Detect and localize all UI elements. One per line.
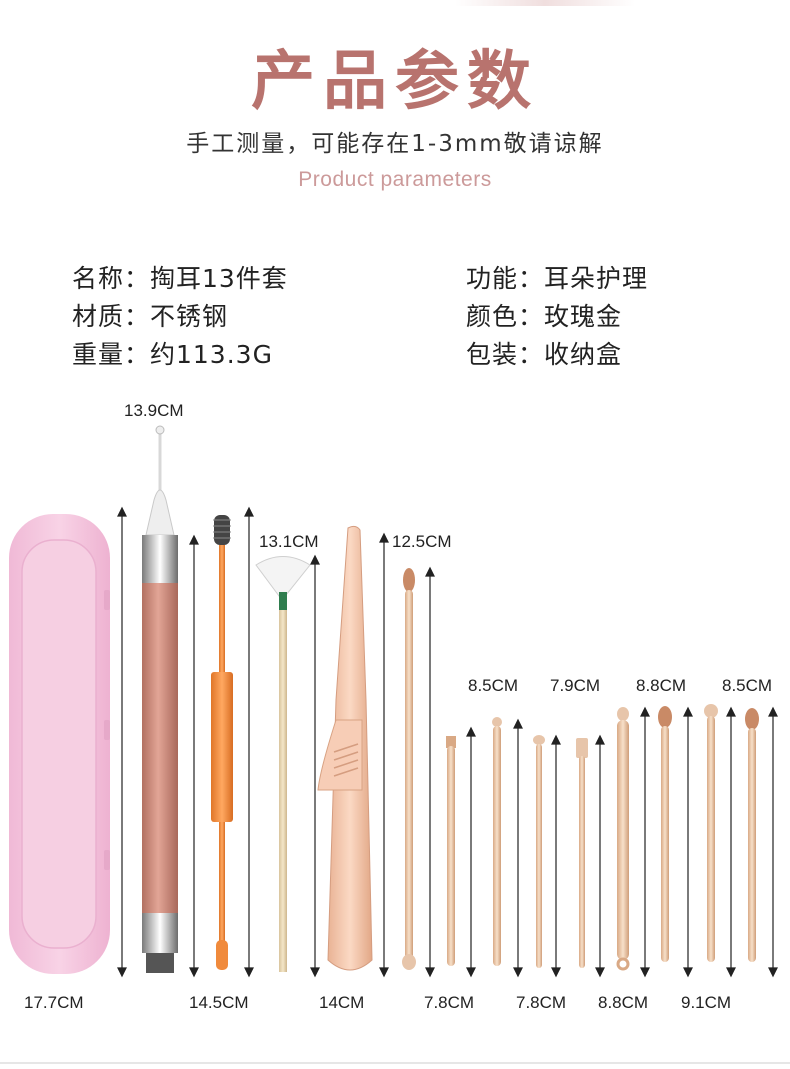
pick-arrow xyxy=(513,718,523,978)
measure-pen: 13.9CM xyxy=(124,401,184,420)
pick-arrow xyxy=(551,734,561,978)
pick-arrow xyxy=(640,706,650,978)
measure-pick-b: 7.9CM xyxy=(550,676,601,695)
fan-brush-arrow xyxy=(310,554,320,978)
pick-arrow xyxy=(466,726,476,978)
ear-pick-icon xyxy=(616,707,630,971)
storage-case-icon xyxy=(9,514,110,974)
measure-double-brush: 14.5CM xyxy=(189,993,249,1012)
ear-pick-icon xyxy=(533,735,545,968)
top-shade xyxy=(455,0,635,6)
spec-package: 包装：收纳盒 xyxy=(466,340,623,369)
led-earpick-pen-icon xyxy=(142,425,178,973)
spec-function: 功能：耳朵护理 xyxy=(466,264,649,293)
page-subtitle: 手工测量，可能存在1-3mm敬请谅解 xyxy=(186,131,604,157)
pen-arrow xyxy=(189,534,199,978)
pick-arrow xyxy=(683,706,693,978)
measure-long-pick: 12.5CM xyxy=(392,532,452,551)
measure-fan-brush: 13.1CM xyxy=(259,532,319,551)
measure-pick-a: 8.5CM xyxy=(468,676,519,695)
ear-pick-icon xyxy=(492,717,502,966)
ear-pick-icon xyxy=(658,706,672,962)
measure-pick-1: 7.8CM xyxy=(424,993,475,1012)
bottom-divider xyxy=(0,1062,790,1064)
pick-arrow xyxy=(726,706,736,978)
fan-brush-icon xyxy=(255,556,311,972)
measure-pick-c: 8.8CM xyxy=(636,676,687,695)
measure-pick-4: 9.1CM xyxy=(681,993,732,1012)
spec-weight: 重量：约113.3G xyxy=(72,340,273,369)
measure-tweezers: 14CM xyxy=(319,993,365,1012)
spec-material: 材质：不锈钢 xyxy=(72,302,229,331)
ear-pick-icon xyxy=(704,704,718,962)
tweezers-icon xyxy=(317,525,373,971)
page-subtitle-en: Product parameters xyxy=(298,168,492,191)
measure-case: 17.7CM xyxy=(24,993,84,1012)
ear-pick-icon xyxy=(745,708,759,962)
ear-pick-icon xyxy=(576,738,588,968)
pick-arrow xyxy=(768,706,778,978)
case-arrow xyxy=(117,506,127,978)
double-brush-arrow xyxy=(244,506,254,978)
spec-color: 颜色：玫瑰金 xyxy=(466,302,623,331)
tweezers-arrow xyxy=(379,532,389,978)
long-ear-pick-icon xyxy=(402,568,416,970)
ear-pick-icon xyxy=(446,736,456,966)
pick-arrow xyxy=(595,734,605,978)
spec-name: 名称：掏耳13件套 xyxy=(72,264,288,293)
measure-pick-2: 7.8CM xyxy=(516,993,567,1012)
page-title: 产品参数 xyxy=(251,45,539,119)
double-brush-icon xyxy=(211,515,233,970)
measure-pick-3: 8.8CM xyxy=(598,993,649,1012)
long-pick-arrow xyxy=(425,566,435,978)
measure-pick-d: 8.5CM xyxy=(722,676,773,695)
